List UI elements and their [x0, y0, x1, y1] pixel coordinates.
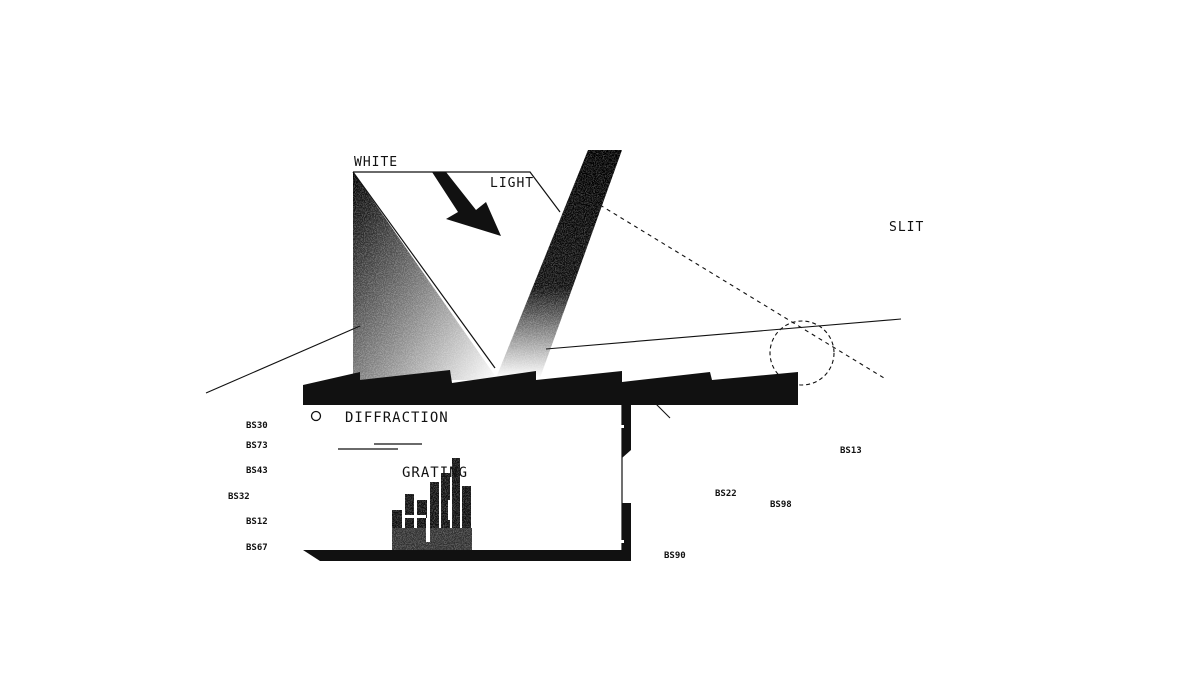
white-light-outline	[353, 171, 561, 213]
white-light-gradient	[353, 172, 498, 380]
ray-right	[545, 318, 902, 350]
focus-circle	[769, 320, 835, 386]
label-light: LIGHT	[490, 176, 534, 191]
grating-bar-gaps	[404, 500, 451, 542]
grating-bars	[392, 458, 472, 550]
code-bs90: BS90	[664, 551, 686, 561]
white-light-diagonal	[352, 171, 496, 369]
label-white: WHITE	[354, 155, 398, 170]
code-bs32: BS32	[228, 492, 250, 502]
code-bs67: BS67	[246, 543, 268, 553]
rail-notch	[620, 425, 624, 428]
box-right-rail-lower	[622, 503, 631, 561]
code-bs12: BS12	[246, 517, 268, 527]
ray-left	[205, 325, 361, 394]
label-slit: SLIT	[889, 220, 924, 235]
label-diffraction: DIFFRACTION	[345, 410, 449, 426]
code-bs22: BS22	[715, 489, 737, 499]
box-right-rail	[622, 405, 631, 458]
arrow-icon	[432, 172, 501, 236]
code-bs98: BS98	[770, 500, 792, 510]
box-bottom-bar	[303, 550, 631, 561]
code-bs43: BS43	[246, 466, 268, 476]
rail-notch	[620, 540, 624, 543]
code-bs13: BS13	[840, 446, 862, 456]
code-bs30: BS30	[246, 421, 268, 431]
label-grating: GRATING	[402, 465, 468, 481]
slit-band	[496, 150, 622, 378]
dashed-ray	[599, 204, 885, 379]
ray-small	[655, 403, 671, 419]
grating-sawtooth	[303, 370, 798, 405]
code-bs73: BS73	[246, 441, 268, 451]
ring-icon	[310, 410, 322, 422]
